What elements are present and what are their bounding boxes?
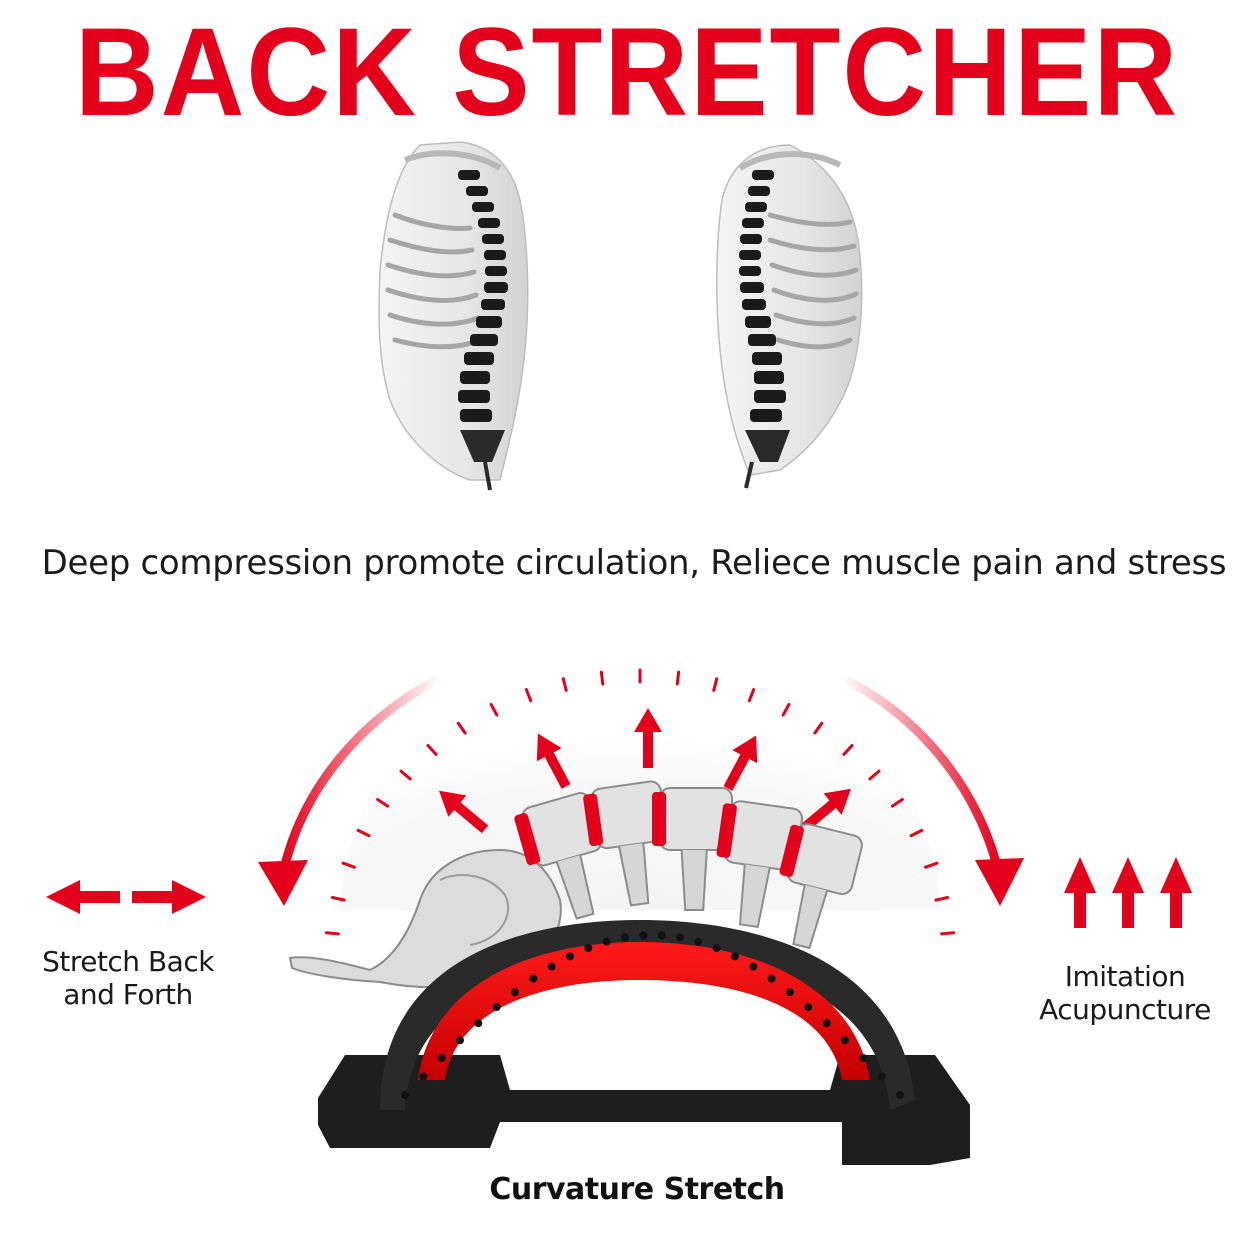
tick-mark [399,769,412,781]
tick-mark [356,828,371,838]
curved-arrow-icon-left [258,674,443,906]
radial-arrow-icon [634,708,662,768]
vertebra [716,800,804,928]
nub [511,988,519,997]
tick-mark [675,670,681,686]
feature-stretch-line2: and Forth [63,978,193,1011]
tick-mark [426,744,438,756]
tick-mark [747,688,756,703]
back-stretcher-device [318,920,970,1165]
nub [877,1072,886,1081]
tick-mark [561,677,568,692]
tick-mark [940,931,956,936]
nub [657,931,666,940]
radial-arrow-icon [723,735,758,791]
spine-right [739,170,790,489]
nub [529,974,538,983]
feature-stretch-line1: Stretch Back [42,945,214,978]
tick-mark [781,702,791,717]
nub [621,933,629,942]
spine-left [458,170,508,491]
double-arrow-icon [46,880,206,914]
nub [786,988,794,997]
tick-mark [813,721,824,735]
radial-arrow-icon [439,790,489,834]
tick-mark [712,677,719,692]
nub [456,1036,464,1045]
tick-mark [376,798,390,808]
up-arrows-icon [1064,857,1192,928]
nub [437,1054,446,1063]
vertebra [514,792,603,920]
vertebra [652,787,733,911]
vertebra-process [680,849,708,911]
radial-arrow-icons [439,708,851,834]
lumbar-vertebrae [514,780,863,950]
nub [859,1054,868,1063]
nub [731,952,739,961]
disc-highlight [652,792,666,846]
nub [767,974,776,983]
tick-mark [456,721,467,735]
tick-mark [489,702,499,717]
skeleton-left [378,141,529,491]
nub [822,1019,831,1028]
nub [474,1019,483,1028]
page-title: BACK STRETCHER [74,1,1180,143]
acupressure-nubs [401,931,904,1099]
vertebra-process [555,854,595,920]
nub [749,962,758,971]
device-caption: Curvature Stretch [489,1172,785,1207]
tick-mark [890,798,904,808]
tick-mark [909,828,924,838]
feature-acupuncture-line1: Imitation [1064,960,1186,993]
radial-arrow-icon [801,788,851,832]
tick-mark [599,670,605,686]
nub [896,1091,904,1099]
vertebra [583,780,668,907]
tick-mark [330,895,346,902]
nub [584,944,593,953]
disc-highlight [514,813,541,866]
nub [841,1036,849,1045]
nub [492,1003,501,1012]
disc-highlight [779,824,805,877]
feature-acupuncture-line2: Acupuncture [1039,993,1211,1026]
feature-stretch-label: Stretch Back and Forth [28,945,228,1011]
disc-highlight [583,793,604,847]
tick-mark [341,861,356,869]
curved-arrow-icon-right [840,673,1024,906]
skeleton-right [716,144,863,489]
vertebra-process [738,864,771,928]
tick-mark [924,861,939,869]
tick-mark [524,688,533,703]
tick-mark [324,931,340,936]
tagline: Deep compression promote circulation, Re… [41,543,1227,583]
nub [547,962,556,971]
tick-arc [324,668,956,936]
nub [804,1003,813,1012]
radial-arrow-icon [536,733,571,789]
disc-highlight [716,803,737,858]
nub [712,944,721,953]
vertebra-process [618,843,650,907]
feature-acupuncture-label: Imitation Acupuncture [1030,960,1220,1026]
tick-mark [868,769,881,781]
nub [639,931,648,940]
vertebra [779,823,863,950]
vertebra-process [792,884,829,950]
nub [694,937,703,946]
nub [419,1072,428,1081]
tick-mark [842,744,854,756]
nub [401,1091,409,1099]
tick-mark [934,895,950,902]
nub [566,952,574,961]
nub [602,937,611,946]
nub [676,933,684,942]
